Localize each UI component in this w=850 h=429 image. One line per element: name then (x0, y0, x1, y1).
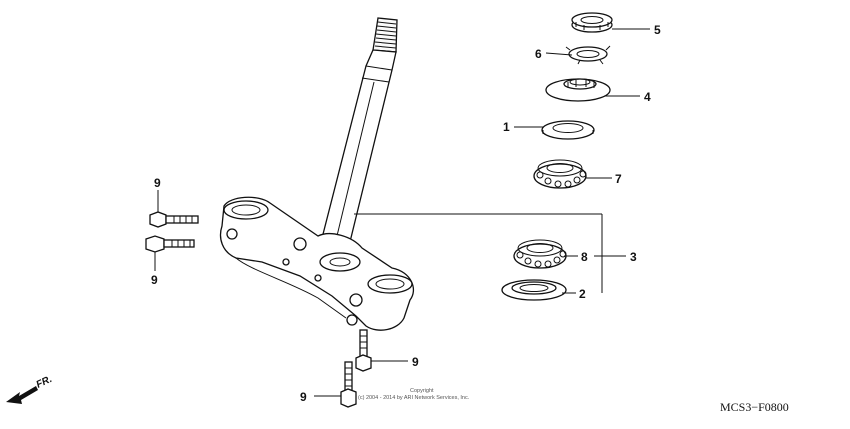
pinch-bolt-lower[interactable] (145, 235, 195, 253)
callout-9-upper: 9 (154, 176, 161, 190)
callout-5: 5 (654, 23, 661, 37)
callout-7: 7 (615, 172, 622, 186)
steering-stem[interactable] (317, 17, 398, 257)
callout-3: 3 (630, 250, 637, 264)
front-arrow-label: FR. (35, 374, 54, 391)
dust-seal-2[interactable] (501, 279, 567, 301)
front-arrow-icon (6, 386, 38, 404)
bearing-8[interactable] (513, 239, 567, 269)
callout-6: 6 (535, 47, 542, 61)
copyright-line-2: (c) 2004 - 2014 by ARI Network Services,… (358, 395, 470, 401)
callout-9-right: 9 (412, 355, 419, 369)
diagram-code: MCS3−F0800 (720, 400, 789, 414)
pinch-bolt-upper[interactable] (149, 211, 199, 228)
callout-4: 4 (644, 90, 651, 104)
callout-1: 1 (503, 120, 510, 134)
dust-seal-1[interactable] (541, 120, 595, 140)
callout-2: 2 (579, 287, 586, 301)
leader-lines (154, 28, 650, 397)
copyright-line-1: Copyright (410, 388, 434, 394)
lock-washer-6[interactable] (565, 45, 611, 65)
callout-8: 8 (581, 250, 588, 264)
locknut-5[interactable] (571, 12, 613, 33)
pinch-bolt-bottom-left[interactable] (340, 361, 357, 408)
callout-9-bottom: 9 (300, 390, 307, 404)
bearing-7[interactable] (533, 159, 587, 189)
bottom-bridge[interactable] (219, 196, 415, 331)
callout-9-lower: 9 (151, 273, 158, 287)
pinch-bolt-bottom-right[interactable] (355, 329, 372, 372)
adjusting-nut-4[interactable] (545, 78, 611, 102)
